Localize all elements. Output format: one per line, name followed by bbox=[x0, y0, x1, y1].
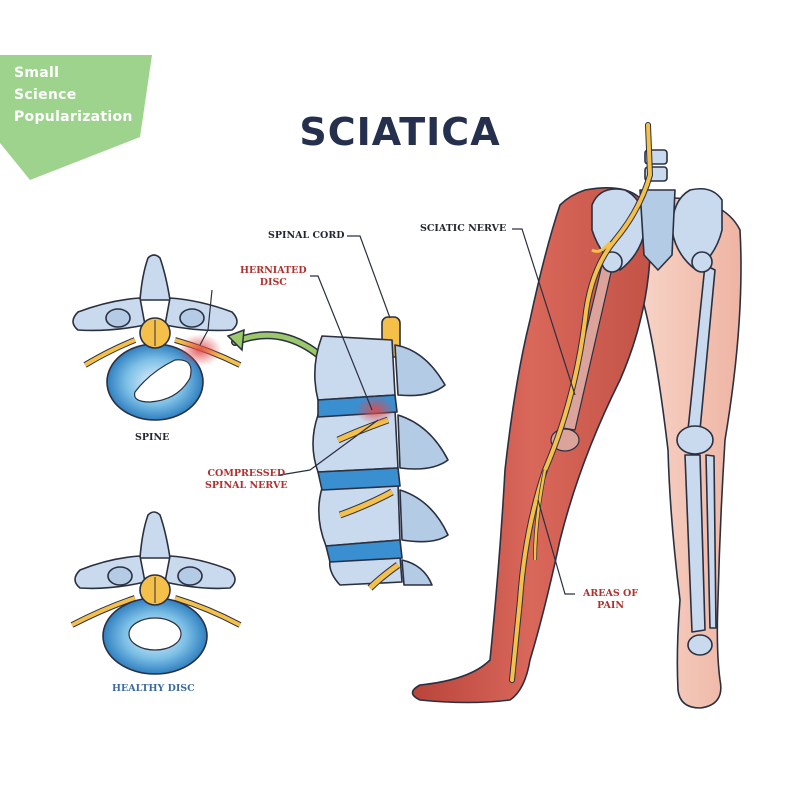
label-herniated-disc: HERNIATED DISC bbox=[240, 265, 307, 289]
sciatic-nerve-path bbox=[509, 122, 654, 683]
label-healthy-disc: HEALTHY DISC bbox=[112, 683, 195, 694]
watermark-line-2: Science bbox=[14, 87, 77, 103]
label-compressed-line-1: COMPRESSED bbox=[207, 468, 286, 479]
leader-lines bbox=[199, 228, 576, 595]
label-compressed-spinal-nerve: COMPRESSED SPINAL NERVE bbox=[205, 468, 288, 492]
label-spinal-cord: SPINAL CORD bbox=[268, 230, 345, 241]
spine-side-view bbox=[312, 316, 449, 591]
label-herniated-line-2: DISC bbox=[259, 277, 287, 288]
page-title: SCIATICA bbox=[299, 110, 501, 154]
label-areas-of-pain: AREAS OF PAIN bbox=[583, 588, 638, 612]
watermark-banner bbox=[0, 55, 152, 180]
watermark-line-1: Small bbox=[14, 65, 60, 81]
label-sciatic-nerve: SCIATIC NERVE bbox=[420, 223, 507, 234]
label-areas-line-1: AREAS OF bbox=[583, 588, 639, 599]
label-compressed-line-2: SPINAL NERVE bbox=[205, 480, 288, 491]
healthy-vertebra bbox=[70, 511, 242, 675]
pelvis bbox=[591, 149, 723, 273]
label-herniated-line-1: HERNIATED bbox=[240, 265, 307, 276]
healthy-leg bbox=[639, 197, 742, 709]
label-spine: SPINE bbox=[135, 432, 170, 443]
label-areas-line-2: PAIN bbox=[597, 600, 625, 611]
watermark-line-3: Popularization bbox=[14, 109, 133, 125]
watermark-text: Small Science Popularization bbox=[14, 62, 133, 128]
herniated-vertebra bbox=[72, 254, 242, 421]
